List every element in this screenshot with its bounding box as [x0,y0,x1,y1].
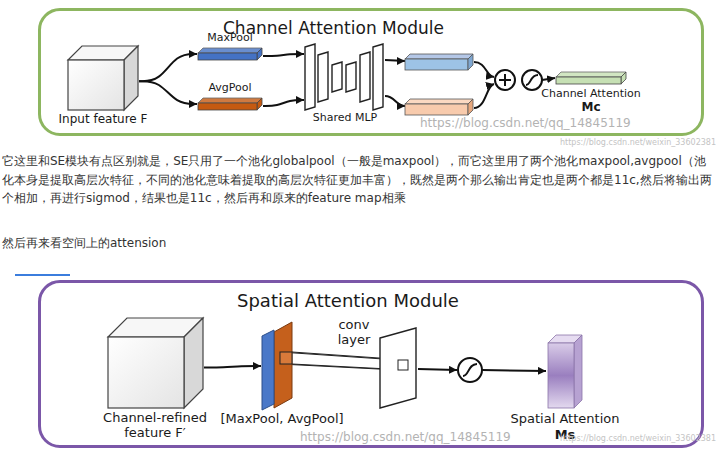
flow-arrow [474,62,494,77]
conv-output: conv layer [380,328,416,408]
paragraph: 然后再来看空间上的attension [2,236,166,250]
mlp-block: Shared MLP [305,44,385,110]
watermark: https://blog.csdn.net/qq_14845119 [420,116,631,130]
pooled-maps: [MaxPool, AvgPool] [262,322,302,410]
pool-vector-shape [198,48,262,60]
attention-vector-shape [556,72,626,84]
pool-vector-shape [198,98,262,110]
attention-vector: Channel AttentionMc [556,72,626,84]
flow-arrow [482,370,546,371]
output-vector [405,54,473,70]
flow-arrow [418,369,457,370]
flow-arrow [474,84,494,108]
flow-arrow [542,78,555,80]
node-label: [MaxPool, AvgPool] [220,412,343,427]
flow-arrow [204,366,261,368]
flow-arrow [385,60,405,61]
flow-arrow [263,54,304,56]
mlp-block-shape [305,44,385,110]
conv-output-shape [380,328,416,408]
watermark: https://blog.csdn.net/qq_14845119 [300,430,511,444]
sigmoid-symbol [522,70,542,90]
underline [15,274,70,276]
paragraph: 它这里和SE模块有点区别就是，SE只用了一个池化globalpool（一般是ma… [2,152,714,208]
pooled-maps-shape [262,322,302,410]
node-label: Shared MLP [313,112,377,125]
flow-arrow [139,81,197,104]
feature-cube: Channel-refined feature F′ [108,318,203,408]
watermark: https://blog.csdn.net/weixin_33602381 [560,434,716,444]
module-title: Channel Attention Module [223,19,444,39]
node-label: AvgPool [208,82,251,95]
attention-map-shape [548,335,582,408]
node-label: Spatial Attention [511,412,620,427]
flow-arrow [385,96,405,106]
flow-arrow [139,54,197,81]
module-panel: Channel-refined feature F′[MaxPool, AvgP… [38,280,704,448]
node-label: conv layer [332,318,376,348]
node-label: Channel-refined feature F′ [90,411,220,441]
flow-arrow [263,100,304,106]
pool-vector: AvgPool [198,98,262,110]
node-label: Mc [581,101,600,115]
watermark: https://blog.csdn.net/weixin_33602381 [560,138,716,148]
sum-symbol [495,70,515,90]
sigmoid-symbol [458,358,482,382]
output-vector [405,99,473,115]
node-label: Input feature F [59,113,148,127]
module-title: Spatial Attention Module [237,291,459,312]
feature-cube-shape [68,46,138,110]
attention-map: Spatial AttentionMs [548,335,582,408]
feature-cube-shape [108,318,203,408]
pool-vector: MaxPool [198,48,262,60]
feature-cube: Input feature F [68,46,138,110]
node-label: Channel Attention [541,88,640,101]
